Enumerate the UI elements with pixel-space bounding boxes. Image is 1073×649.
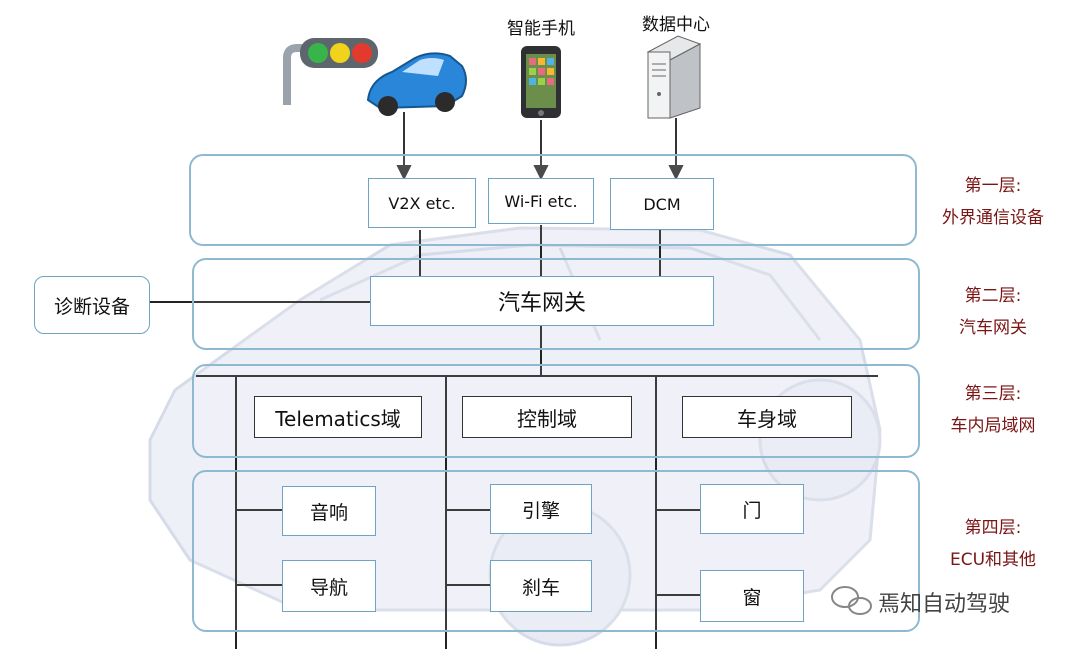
layer4-subtitle: ECU和其他 [949, 550, 1037, 570]
smartphone-icon [521, 46, 561, 118]
diagnostic-device-box: 诊断设备 [34, 276, 150, 334]
datacenter-label: 数据中心 [642, 15, 710, 35]
connected-car-icon [366, 52, 467, 116]
layer3-side-label: 第三层: 车内局域网 [918, 378, 1068, 442]
layer1-side-label: 第一层: 外界通信设备 [918, 170, 1068, 234]
layer2-subtitle: 汽车网关 [959, 318, 1027, 338]
layer3-subtitle: 车内局域网 [950, 416, 1036, 436]
layer1-subtitle: 外界通信设备 [942, 208, 1044, 228]
device-arrows [396, 112, 684, 181]
ecu-audio-box: 音响 [282, 486, 376, 536]
wifi-box: Wi-Fi etc. [488, 178, 594, 224]
bus-connection-lines [150, 225, 878, 649]
telematics-domain-box: Telematics域 [254, 396, 422, 438]
watermark-text: 焉知自动驾驶 [878, 592, 1011, 617]
ecu-door-box: 门 [700, 484, 804, 534]
ecu-brake-box: 刹车 [490, 560, 592, 612]
layer2-side-label: 第二层: 汽车网关 [918, 280, 1068, 344]
layer3-title: 第三层: [964, 384, 1022, 404]
ecu-navigation-box: 导航 [282, 560, 376, 612]
layer4-title: 第四层: [964, 518, 1022, 538]
smartphone-label: 智能手机 [507, 19, 575, 39]
ecu-window-box: 窗 [700, 570, 804, 622]
ecu-engine-box: 引擎 [490, 484, 592, 534]
body-domain-box: 车身域 [682, 396, 852, 438]
traffic-light-icon [283, 38, 378, 105]
car-gateway-box: 汽车网关 [370, 276, 714, 326]
layer1-title: 第一层: [964, 176, 1022, 196]
v2x-box: V2X etc. [368, 178, 476, 228]
layer2-title: 第二层: [964, 286, 1022, 306]
dcm-box: DCM [610, 178, 714, 230]
chat-bubble-icon [831, 586, 872, 615]
control-domain-box: 控制域 [462, 396, 632, 438]
layer4-side-label: 第四层: ECU和其他 [918, 512, 1068, 576]
server-icon [646, 35, 702, 119]
